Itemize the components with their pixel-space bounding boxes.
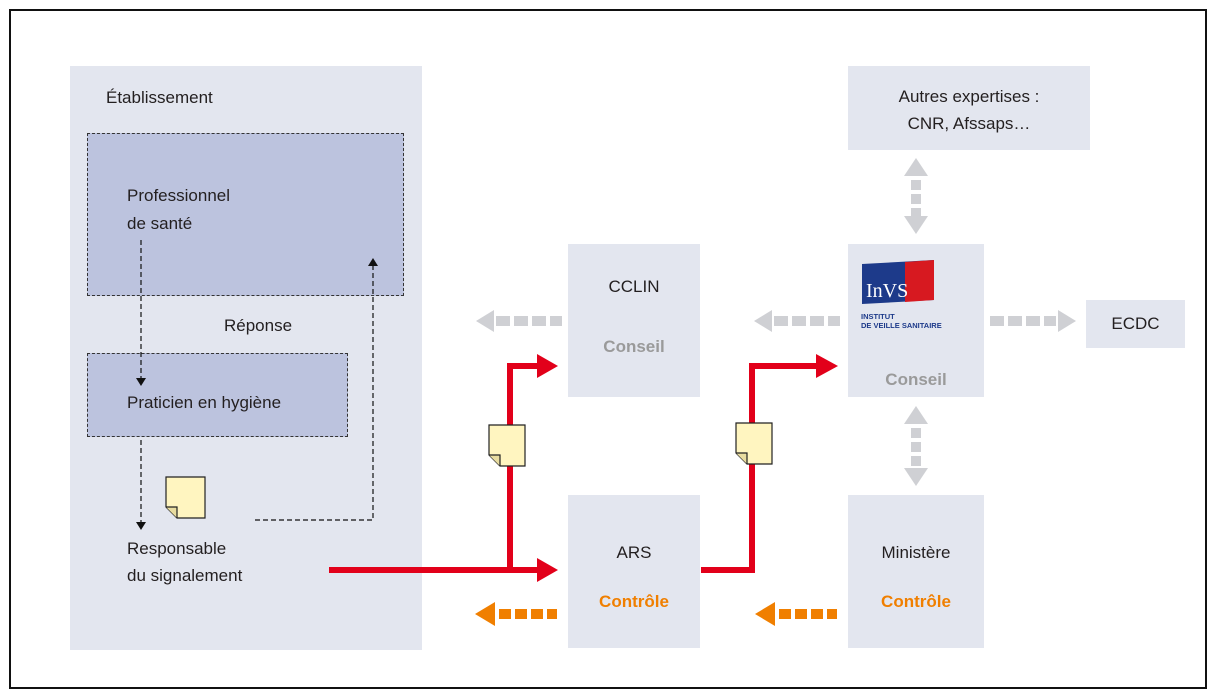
cclin-name: CCLIN — [608, 277, 660, 296]
professionnel-label-line2: de santé — [127, 214, 193, 233]
ars-box — [568, 495, 700, 648]
ministere-role: Contrôle — [881, 592, 951, 611]
cclin-box — [568, 244, 700, 397]
ministere-name: Ministère — [881, 543, 951, 562]
responsable-label-line1: Responsable — [127, 539, 227, 558]
figure-frame — [9, 9, 1207, 689]
ministere-box — [848, 495, 984, 648]
ars-role: Contrôle — [599, 592, 669, 611]
professionnel-label-line1: Professionnel — [127, 186, 231, 205]
cclin-role: Conseil — [603, 337, 665, 356]
autres-expertises-line1: Autres expertises : — [898, 87, 1040, 106]
praticien-label: Praticien en hygiène — [127, 393, 282, 412]
ecdc-label: ECDC — [1111, 314, 1160, 333]
invs-role: Conseil — [885, 370, 947, 389]
ars-name: ARS — [616, 543, 652, 562]
etablissement-title: Établissement — [106, 88, 213, 107]
responsable-label-line2: du signalement — [127, 566, 243, 585]
autres-expertises-line2: CNR, Afssaps… — [907, 114, 1031, 133]
ecdc-box — [1086, 300, 1185, 348]
reponse-label: Réponse — [224, 316, 293, 335]
autres-expertises-box — [848, 66, 1090, 150]
